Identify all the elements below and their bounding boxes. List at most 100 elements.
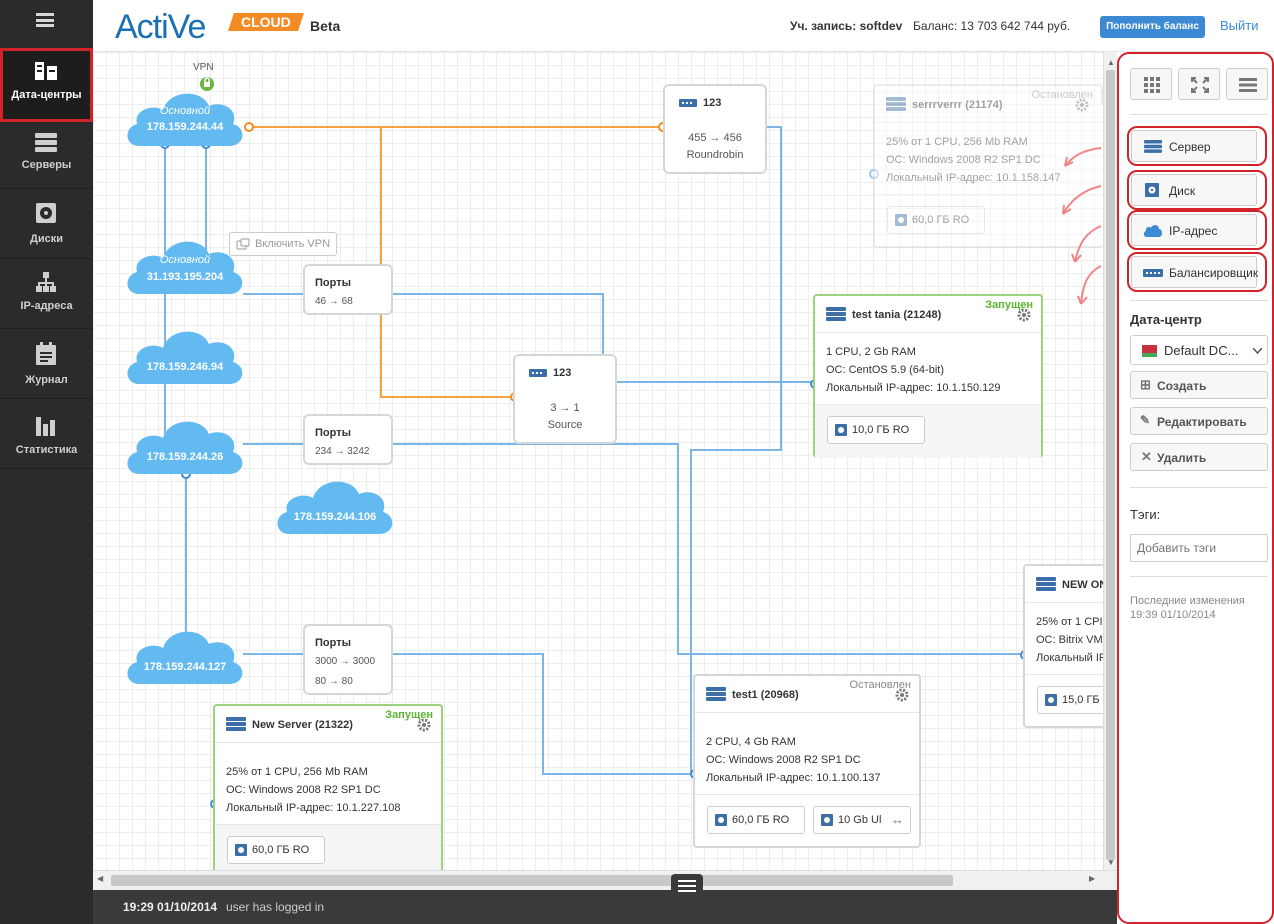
- server-status: Запущен: [377, 704, 443, 724]
- balancer-box[interactable]: 123 3 → 1 Source: [513, 354, 617, 444]
- ports-row: 3000 → 3000: [315, 656, 376, 667]
- server-card[interactable]: Остановлен serrrverrr (21174) 25% от 1 C…: [873, 84, 1103, 248]
- gear-icon[interactable]: [895, 688, 909, 702]
- cloud-ip: 178.159.244.127: [143, 661, 227, 673]
- disk-icon: [821, 814, 833, 826]
- scroll-up-icon[interactable]: ▲: [1107, 58, 1115, 67]
- horizontal-scrollbar[interactable]: ◀ ▶: [93, 870, 1117, 890]
- ip-cloud[interactable]: 178.159.244.26: [123, 412, 247, 476]
- disk-icon: [1145, 183, 1159, 197]
- ports-box[interactable]: Порты 46 → 68: [303, 264, 393, 315]
- cloud-sub: Основной: [159, 254, 211, 266]
- scroll-thumb[interactable]: [1106, 70, 1115, 860]
- create-icon: ⊞: [1140, 377, 1151, 392]
- topology-canvas[interactable]: VPN Включить VPN Основной 178.159.244.44…: [93, 52, 1103, 870]
- add-ip-button[interactable]: IP-адрес: [1131, 214, 1257, 246]
- vertical-scrollbar[interactable]: ▲ ▼: [1103, 52, 1117, 870]
- topup-button[interactable]: Пополнить баланс: [1100, 16, 1205, 38]
- gear-icon[interactable]: [1075, 98, 1089, 112]
- disk-button[interactable]: 60,0 ГБ RO: [887, 206, 985, 234]
- server-ip: Локальный IP-адрес: 10.1.158.147: [886, 172, 1061, 184]
- nav-label: Статистика: [15, 444, 78, 456]
- ports-title: Порты: [315, 637, 351, 649]
- add-disk-button[interactable]: Диск: [1131, 174, 1257, 206]
- vpn-small-icon: [236, 238, 250, 250]
- nav-label: IP-адреса: [20, 300, 73, 312]
- gear-icon[interactable]: [1017, 308, 1031, 322]
- ip-cloud[interactable]: 178.159.244.127: [123, 622, 247, 686]
- nav-datacenters[interactable]: Дата-центры: [0, 48, 93, 122]
- nav-statistics[interactable]: Статистика: [0, 399, 93, 469]
- server-ip: Локальный IP-адрес: 10.1.150.129: [826, 382, 1001, 394]
- resize-icon[interactable]: ↔: [891, 812, 904, 827]
- delete-button[interactable]: ✕ Удалить: [1130, 443, 1268, 471]
- disk-icon: [715, 814, 727, 826]
- enable-vpn-button[interactable]: Включить VPN: [229, 232, 337, 256]
- close-icon: ✕: [1141, 449, 1152, 464]
- cloud-ip: 178.159.244.44: [146, 121, 224, 133]
- server-card[interactable]: NEW ON 25% от 1 CPI ОС: Bitrix VM Локаль…: [1023, 564, 1103, 728]
- ip-cloud[interactable]: Основной 178.159.244.44: [123, 84, 247, 148]
- server-os: ОС: CentOS 5.9 (64-bit): [826, 364, 944, 376]
- add-server-button[interactable]: Сервер: [1131, 130, 1257, 162]
- server-card[interactable]: Остановлен test1 (20968) 2 CPU, 4 Gb RAM…: [693, 674, 921, 848]
- nav-journal[interactable]: Журнал: [0, 329, 93, 399]
- server-icon: [1036, 577, 1056, 591]
- server-card[interactable]: Запущен New Server (21322) 25% от 1 CPU,…: [213, 704, 443, 870]
- server-cpu: 1 CPU, 2 Gb RAM: [826, 346, 916, 358]
- balancer-box[interactable]: 123 455 → 456 Roundrobin: [663, 84, 767, 174]
- server-os: ОС: Bitrix VM: [1036, 634, 1103, 646]
- annotation-highlight: [1127, 126, 1267, 166]
- nav-disks[interactable]: Диски: [0, 189, 93, 259]
- balancer-title: 123: [703, 97, 722, 109]
- account-info: Уч. запись: softdev: [790, 19, 903, 33]
- disk-button[interactable]: 10 Gb Ul ↔: [813, 806, 911, 834]
- nav-ip[interactable]: IP-адреса: [0, 259, 93, 329]
- flag-icon: [1139, 345, 1157, 357]
- menu-icon[interactable]: [36, 13, 54, 27]
- annotation-highlight: [1127, 252, 1267, 292]
- vpn-icon[interactable]: [199, 76, 215, 92]
- edit-button[interactable]: ✎ Редактировать: [1130, 407, 1268, 435]
- ip-cloud[interactable]: 178.159.244.106: [273, 472, 397, 536]
- ip-cloud[interactable]: 178.159.246.94: [123, 322, 247, 386]
- scroll-thumb[interactable]: [111, 875, 953, 886]
- add-balancer-button[interactable]: Балансировщик: [1131, 256, 1258, 288]
- ports-box[interactable]: Порты 234 → 3242: [303, 414, 393, 465]
- server-card[interactable]: Запущен test tania (21248) 1 CPU, 2 Gb R…: [813, 294, 1043, 458]
- fullscreen-button[interactable]: [1178, 68, 1220, 100]
- delete-label: Удалить: [1157, 451, 1207, 465]
- list-view-button[interactable]: [1226, 68, 1268, 100]
- balance: Баланс: 13 703 642 744 руб.: [913, 19, 1071, 33]
- server-icon: [1144, 140, 1162, 153]
- ports-title: Порты: [315, 427, 351, 439]
- scroll-down-icon[interactable]: ▼: [1107, 858, 1115, 867]
- balancer-title: 123: [553, 367, 572, 379]
- grid-view-button[interactable]: [1130, 68, 1172, 100]
- ip-cloud[interactable]: Основной 31.193.195.204: [123, 232, 247, 296]
- server-cpu: 25% от 1 CPI: [1036, 616, 1103, 628]
- disk-button[interactable]: 15,0 ГБ: [1037, 686, 1103, 714]
- disk-button[interactable]: 10,0 ГБ RO: [827, 416, 925, 444]
- stats-icon: [36, 417, 55, 436]
- grid-icon: [1144, 77, 1160, 93]
- datacenter-select[interactable]: Default DC...: [1130, 335, 1268, 365]
- gear-icon[interactable]: [417, 718, 431, 732]
- server-cpu: 2 CPU, 4 Gb RAM: [706, 736, 796, 748]
- logout-link[interactable]: Выйти: [1220, 18, 1259, 33]
- footer-toggle[interactable]: [671, 874, 703, 898]
- server-cpu: 25% от 1 CPU, 256 Mb RAM: [886, 136, 1028, 148]
- scroll-left-icon[interactable]: ◀: [97, 874, 104, 883]
- expand-icon: [1191, 77, 1209, 93]
- nav-servers[interactable]: Серверы: [0, 122, 93, 189]
- create-button[interactable]: ⊞ Создать: [1130, 371, 1268, 399]
- last-changes-label: Последние изменения: [1130, 595, 1245, 607]
- disk-label: 15,0 ГБ: [1062, 694, 1100, 706]
- disk-button[interactable]: 60,0 ГБ RO: [227, 836, 325, 864]
- ports-box[interactable]: Порты 3000 → 3000 80 → 80: [303, 624, 393, 695]
- scroll-right-icon[interactable]: ▶: [1089, 874, 1096, 883]
- server-icon: [826, 307, 846, 321]
- tags-input[interactable]: [1130, 534, 1268, 562]
- disk-button[interactable]: 60,0 ГБ RO: [707, 806, 805, 834]
- disk-label: 60,0 ГБ RO: [912, 214, 970, 226]
